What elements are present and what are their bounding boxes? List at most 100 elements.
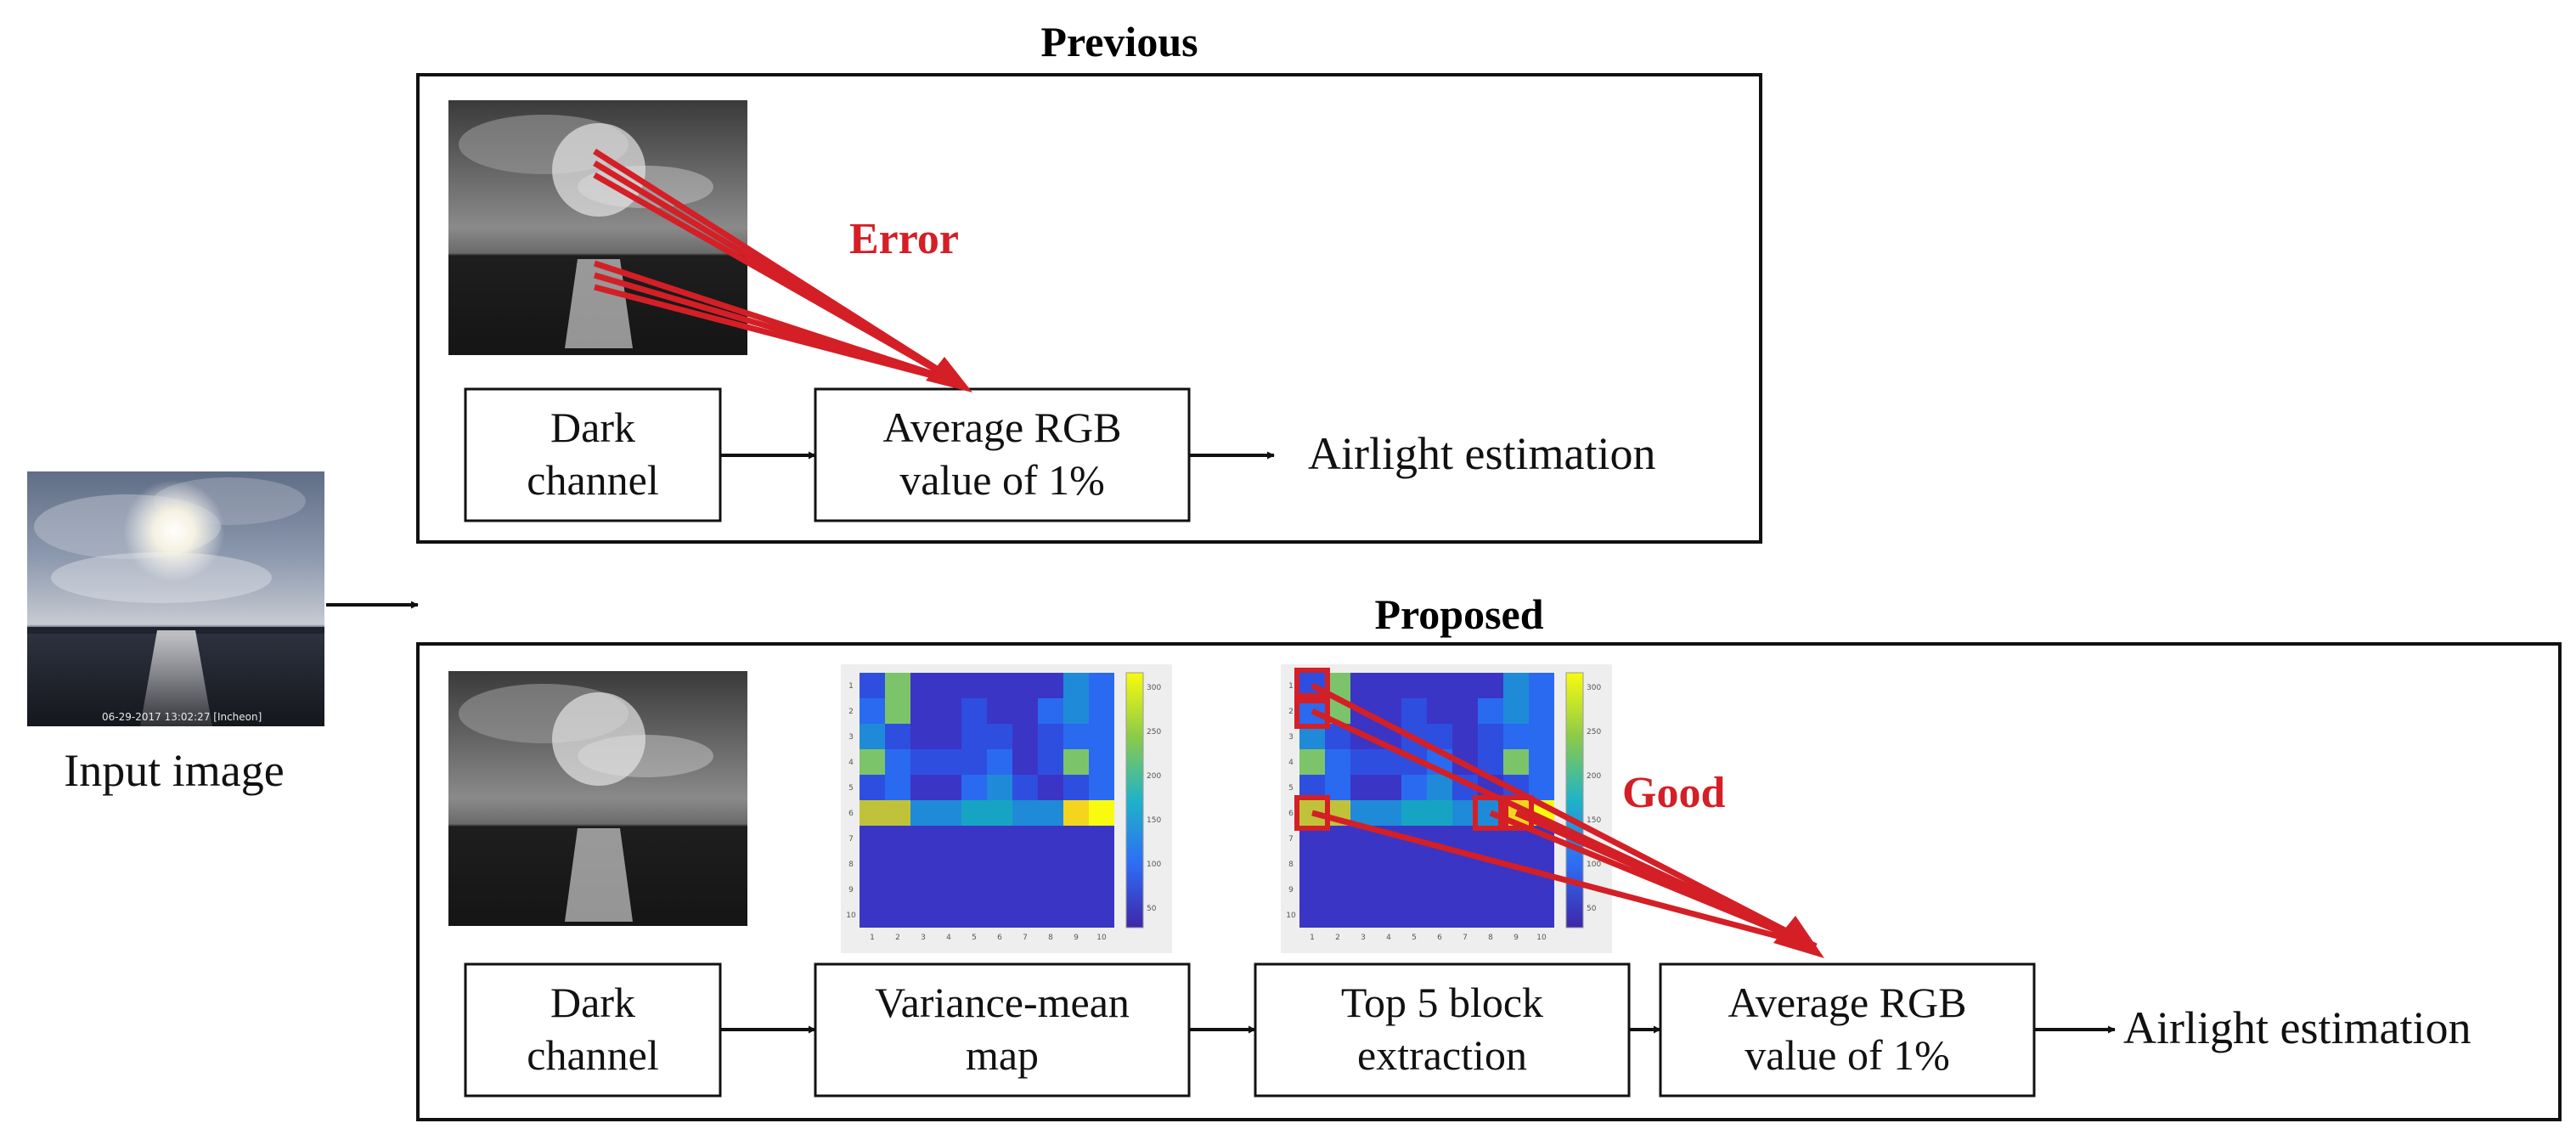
heatmap-cell bbox=[1350, 749, 1376, 775]
heatmap-cell bbox=[936, 877, 961, 902]
heatmap-cell bbox=[1427, 851, 1452, 877]
heatmap-cell bbox=[1299, 851, 1325, 877]
colorbar-tick: 50 bbox=[1587, 905, 1597, 913]
heatmap-cell bbox=[1089, 800, 1114, 826]
heatmap-cell bbox=[1089, 826, 1114, 851]
heatmap-row-tick: 4 bbox=[848, 759, 854, 767]
heatmap-cell bbox=[1325, 749, 1350, 775]
heatmap-cell bbox=[1529, 673, 1554, 698]
heatmap-cell bbox=[860, 724, 885, 749]
heatmap-row-tick: 6 bbox=[848, 810, 854, 818]
heatmap-cell bbox=[860, 826, 885, 851]
heatmap-cell bbox=[1089, 724, 1114, 749]
heatmap-row-tick: 7 bbox=[1288, 835, 1294, 844]
previous-average-rgb-line2: value of 1% bbox=[899, 456, 1105, 504]
heatmap-col-tick: 9 bbox=[1074, 934, 1079, 942]
heatmap-col-tick: 9 bbox=[1513, 934, 1519, 942]
heatmap-cell bbox=[1063, 749, 1089, 775]
heatmap-cell bbox=[1063, 724, 1089, 749]
heatmap-cell bbox=[1401, 698, 1427, 724]
good-arrowhead bbox=[1773, 916, 1824, 958]
colorbar-tick: 250 bbox=[1587, 728, 1601, 736]
heatmap-col-tick: 4 bbox=[946, 934, 951, 942]
heatmap-cell bbox=[885, 800, 910, 826]
heatmap-cell bbox=[936, 673, 961, 698]
heatmap-cell bbox=[1063, 902, 1089, 928]
heatmap-cell bbox=[910, 698, 936, 724]
heatmap-cell bbox=[1427, 902, 1452, 928]
heatmap-cell bbox=[1401, 851, 1427, 877]
heatmap-cell bbox=[1452, 877, 1478, 902]
heatmap-cell bbox=[987, 851, 1012, 877]
heatmap-cell bbox=[885, 698, 910, 724]
heatmap-cell bbox=[1012, 826, 1038, 851]
heatmap-cell bbox=[1529, 749, 1554, 775]
colorbar-tick: 150 bbox=[1587, 816, 1601, 825]
heatmap-row-tick: 3 bbox=[848, 733, 854, 742]
heatmap-cell bbox=[987, 800, 1012, 826]
heatmap-cell bbox=[860, 775, 885, 800]
heatmap-cell bbox=[1063, 800, 1089, 826]
top5-block-marker bbox=[1294, 693, 1330, 729]
previous-average-rgb-line1: Average RGB bbox=[883, 404, 1122, 451]
heatmap-cell bbox=[1478, 724, 1503, 749]
heatmap-col-tick: 2 bbox=[1335, 934, 1340, 942]
heatmap-row-tick: 6 bbox=[1288, 810, 1294, 818]
heatmap-cell bbox=[860, 902, 885, 928]
heatmap-cell bbox=[1478, 698, 1503, 724]
heatmap-col-tick: 8 bbox=[1488, 934, 1493, 942]
input-image-group: 06-29-2017 13:02:27 [Incheon] Input imag… bbox=[27, 471, 324, 796]
heatmap-row-tick: 1 bbox=[848, 682, 854, 691]
heatmap-row-tick: 4 bbox=[1288, 759, 1294, 767]
heatmap-cell bbox=[1089, 749, 1114, 775]
heatmap-cell bbox=[910, 800, 936, 826]
heatmap-row-tick: 5 bbox=[1288, 784, 1294, 793]
heatmap-cell bbox=[1012, 698, 1038, 724]
proposed-average-rgb-line1: Average RGB bbox=[1728, 979, 1967, 1026]
heatmap-cell bbox=[1038, 673, 1063, 698]
heatmap-cell bbox=[1478, 877, 1503, 902]
heatmap-cell bbox=[910, 775, 936, 800]
top5-block-marker bbox=[1294, 668, 1330, 703]
heatmap-col-tick: 2 bbox=[895, 934, 900, 942]
heatmap-cell bbox=[961, 749, 987, 775]
heatmap-cell bbox=[1427, 877, 1452, 902]
heatmap-row-tick: 2 bbox=[1288, 708, 1294, 716]
proposed-dark-channel-box bbox=[464, 962, 722, 1098]
heatmap-cell bbox=[1350, 877, 1376, 902]
heatmap-cell bbox=[910, 902, 936, 928]
heatmap-cell bbox=[987, 724, 1012, 749]
heatmap-cell bbox=[1529, 698, 1554, 724]
previous-dark-channel-box bbox=[464, 387, 722, 522]
heatmap-cell bbox=[1012, 851, 1038, 877]
heatmap-col-tick: 7 bbox=[1463, 934, 1468, 942]
heatmap-cell bbox=[910, 724, 936, 749]
heatmap-cell bbox=[910, 877, 936, 902]
colorbar-tick: 200 bbox=[1147, 772, 1161, 781]
heatmap-col-tick: 10 bbox=[1096, 934, 1107, 942]
heatmap-cell bbox=[1350, 902, 1376, 928]
heatmap-row-tick: 8 bbox=[1288, 861, 1294, 869]
heatmap-cell bbox=[961, 673, 987, 698]
heatmap-cell bbox=[910, 826, 936, 851]
heatmap-cell bbox=[910, 851, 936, 877]
heatmap-cell bbox=[936, 698, 961, 724]
heatmap-col-tick: 3 bbox=[1361, 934, 1366, 942]
heatmap-cell bbox=[1012, 902, 1038, 928]
heatmap-row-tick: 9 bbox=[1288, 886, 1294, 895]
heatmap-cell bbox=[1299, 902, 1325, 928]
previous-output: Airlight estimation bbox=[1308, 428, 1655, 479]
top5-extraction-box bbox=[1254, 962, 1631, 1098]
heatmap-cell bbox=[987, 826, 1012, 851]
heatmap-col-tick: 1 bbox=[1310, 934, 1315, 942]
heatmap-cell bbox=[1503, 749, 1529, 775]
heatmap-cell bbox=[1427, 775, 1452, 800]
heatmap-colorbar bbox=[1125, 672, 1144, 928]
heatmap-cell bbox=[961, 775, 987, 800]
heatmap-cell bbox=[1401, 800, 1427, 826]
heatmap-row-tick: 3 bbox=[1288, 733, 1294, 742]
